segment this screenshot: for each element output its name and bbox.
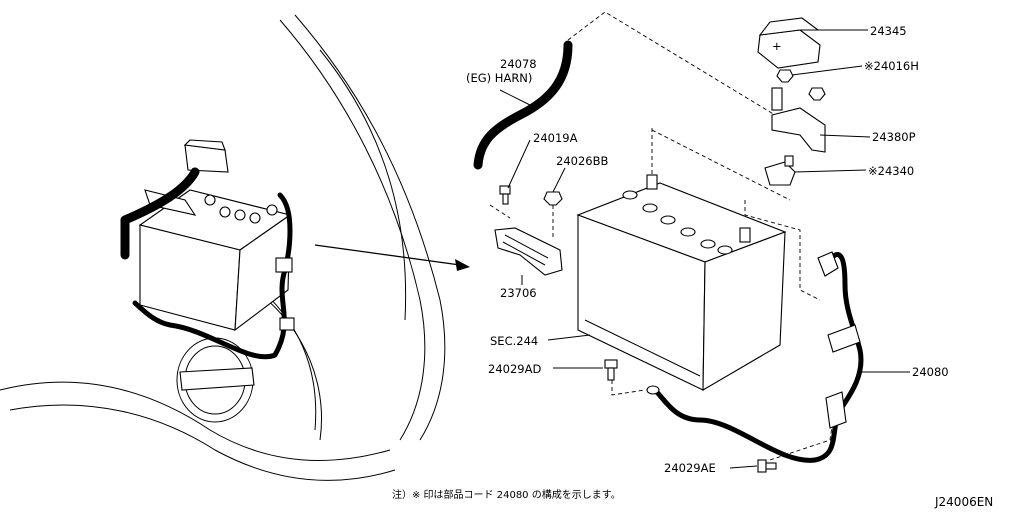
guide-terminal-top: [651, 129, 791, 201]
fender-crease: [319, 49, 407, 321]
arrow-line: [314, 244, 461, 266]
label-24016h: ※24016H: [864, 59, 919, 73]
label-23706: 23706: [500, 286, 537, 300]
diagram-code: J24006EN: [934, 495, 993, 509]
nut-24016h-2: [808, 87, 826, 101]
bumper-curve: [0, 381, 391, 461]
emblem-bar: [179, 367, 255, 391]
small-cap-1: [204, 194, 216, 206]
cover-plus-sign: +: [772, 39, 782, 53]
battery-holder: [494, 227, 563, 276]
holder-body: [494, 227, 563, 276]
view-arrow: [314, 244, 470, 271]
nut-24016h: [776, 69, 794, 83]
label-24026bb: 24026BB: [556, 154, 608, 168]
cable-clip-2: [825, 391, 847, 429]
bolt-ae-shank: [765, 462, 777, 470]
small-harness: [120, 167, 200, 260]
small-cap-4: [249, 212, 261, 224]
harness-24078: [473, 40, 573, 170]
label-24078: 24078: [500, 57, 537, 71]
guide-bolt-holder: [489, 204, 511, 219]
small-clip-1: [275, 257, 293, 273]
bolt-24019a: [499, 185, 511, 205]
leader-24029ae: [729, 465, 758, 469]
fender-curve-outer: [294, 14, 446, 441]
footnote: 注）※ 印は部品コード 24080 の構成を示します。: [392, 488, 621, 501]
terminal-cover: +: [757, 17, 821, 69]
leader-24016h: [791, 65, 863, 76]
bracket-24380p: [771, 87, 826, 153]
terminal-bolt: [784, 155, 794, 167]
battery-cap-1: [622, 190, 638, 200]
leader-24026bb: [552, 167, 566, 193]
leader-24340: [794, 169, 867, 173]
holder-rib-1: [504, 234, 549, 259]
label-24019a: 24019A: [533, 131, 578, 145]
bolt-ae-head: [757, 459, 767, 473]
terminal-clamp: [764, 161, 796, 186]
battery-cap-3: [660, 215, 676, 225]
label-24029ae: 24029AE: [664, 461, 716, 475]
leader-24078: [499, 89, 531, 106]
label-24340: ※24340: [868, 164, 914, 178]
bolt-24029ae: [757, 459, 777, 473]
battery-side: [702, 231, 786, 391]
bracket-body: [771, 107, 826, 153]
battery-cap-2: [642, 203, 658, 213]
guide-bolt-ad: [611, 380, 646, 396]
battery-cap-5: [700, 239, 716, 249]
bolt-ad-head: [604, 359, 618, 369]
label-24380p: 24380P: [872, 130, 916, 144]
label-24345: 24345: [870, 24, 907, 38]
positive-post: [646, 174, 658, 190]
small-battery-side: [234, 213, 291, 332]
cover-top: [758, 17, 820, 36]
cable-terminal-neg: [817, 251, 839, 277]
leader-24019a: [507, 139, 531, 189]
small-clip-2: [279, 317, 295, 331]
small-cap-3: [234, 209, 246, 221]
leader-24380p: [819, 134, 871, 138]
battery: [576, 174, 787, 391]
part-labels: 24345 ※24016H 24380P ※24340 24080 24078 …: [466, 24, 949, 475]
cover-body: [757, 29, 821, 69]
cable-eyelet: [646, 385, 660, 395]
guide-bolt-ae: [769, 419, 834, 461]
bolt-24029ad: [604, 359, 618, 381]
nut-24026bb: [543, 191, 563, 206]
battery-cap-4: [680, 227, 696, 237]
label-24029ad: 24029AD: [488, 362, 541, 376]
small-cable: [132, 192, 293, 360]
battery-edge: [584, 319, 701, 377]
fender-curve-inner: [279, 19, 426, 441]
vehicle-overview: [0, 14, 446, 481]
small-cover-top: [183, 139, 226, 151]
battery-cap-6: [717, 245, 733, 255]
nut-bb-hex: [543, 191, 563, 206]
terminal-24340: [764, 155, 796, 186]
label-eg-harn: (EG) HARN): [466, 71, 532, 85]
bolt-ad-shank: [607, 367, 615, 381]
small-cap-2: [219, 206, 231, 218]
label-24080: 24080: [912, 365, 949, 379]
holder-rib-2: [502, 241, 546, 266]
bracket-stud: [771, 87, 783, 111]
bumper-curve-lower: [9, 404, 396, 481]
negative-post: [739, 227, 751, 243]
small-cap-5: [266, 204, 278, 216]
leader-sec244: [547, 334, 591, 341]
guide-harness-cover: [567, 11, 781, 119]
guide-neg-terminal: [744, 200, 821, 301]
bolt-a-shank: [502, 193, 509, 205]
leaders: [499, 29, 910, 469]
arrow-head: [455, 259, 470, 271]
label-sec244: SEC.244: [490, 334, 538, 348]
cable-clip-1: [827, 324, 861, 353]
